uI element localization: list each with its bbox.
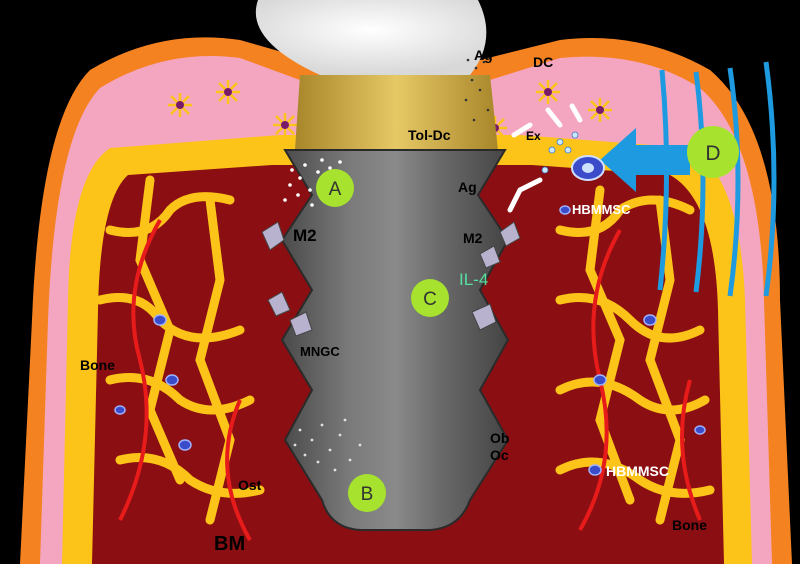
label-dc: DC xyxy=(533,54,553,70)
marker-a-label: A xyxy=(329,179,342,200)
marker-b-label: B xyxy=(361,484,374,505)
label-m2-right: M2 xyxy=(463,230,483,246)
marker-d-label: D xyxy=(705,142,720,165)
label-bone-left: Bone xyxy=(80,357,115,373)
label-il4: IL-4 xyxy=(459,270,488,289)
marker-c: C xyxy=(411,279,449,317)
label-ag-mid: Ag xyxy=(458,179,477,195)
hbmmsc-cell xyxy=(572,156,604,180)
label-ob: Ob xyxy=(490,430,509,446)
label-hbmmsc-bottom: HBMMSC xyxy=(606,463,669,479)
label-ex: Ex xyxy=(526,129,541,143)
marker-c-label: C xyxy=(423,289,437,310)
label-bm: BM xyxy=(214,533,245,555)
label-bone-right: Bone xyxy=(672,517,707,533)
label-ost: Ost xyxy=(238,477,262,493)
label-mngc: MNGC xyxy=(300,344,340,359)
marker-b: B xyxy=(348,474,386,512)
label-ag-top: Ag xyxy=(474,47,493,63)
marker-a: A xyxy=(316,169,354,207)
label-tol-dc: Tol-Dc xyxy=(408,127,451,143)
implant-body xyxy=(282,150,508,530)
marker-d: D xyxy=(687,126,739,178)
label-hbmmsc-top: HBMMSC xyxy=(572,202,631,217)
abutment xyxy=(295,75,498,150)
label-oc: Oc xyxy=(490,447,509,463)
label-m2-left: M2 xyxy=(293,226,317,245)
